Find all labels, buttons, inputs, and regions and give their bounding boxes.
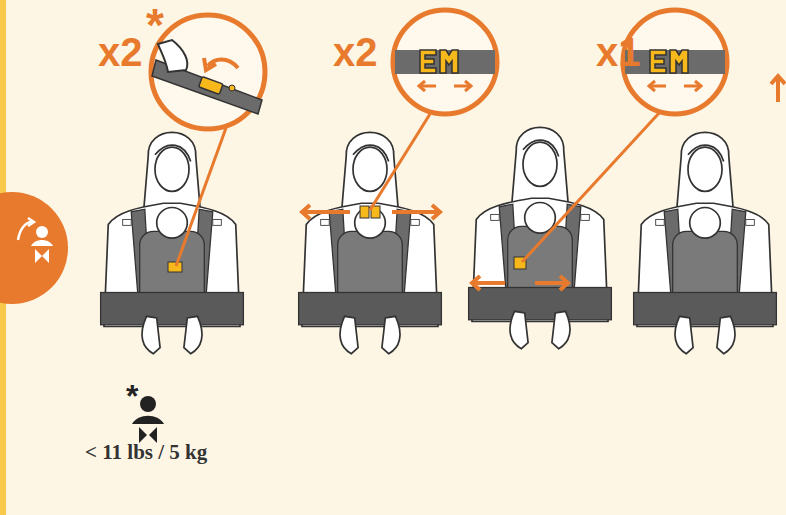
section-badge [0, 192, 68, 304]
direction-arrows [302, 76, 785, 290]
parent-figure [634, 132, 777, 353]
repeat-count: x2 [98, 32, 143, 72]
magnifier [151, 15, 265, 129]
repeat-count: x2 [333, 32, 378, 72]
parent-figure [299, 132, 442, 353]
footnote-mark: * [146, 2, 164, 48]
parent-figure [101, 132, 244, 353]
leader-lines [176, 112, 660, 266]
footnote-mark: * [126, 380, 138, 412]
magnifier [393, 10, 497, 114]
weight-note: < 11 lbs / 5 kg [85, 442, 207, 463]
repeat-count: x1 [596, 32, 641, 72]
figure-buckles [168, 206, 526, 272]
badge-icon [18, 218, 53, 263]
parent-figure [469, 127, 612, 348]
